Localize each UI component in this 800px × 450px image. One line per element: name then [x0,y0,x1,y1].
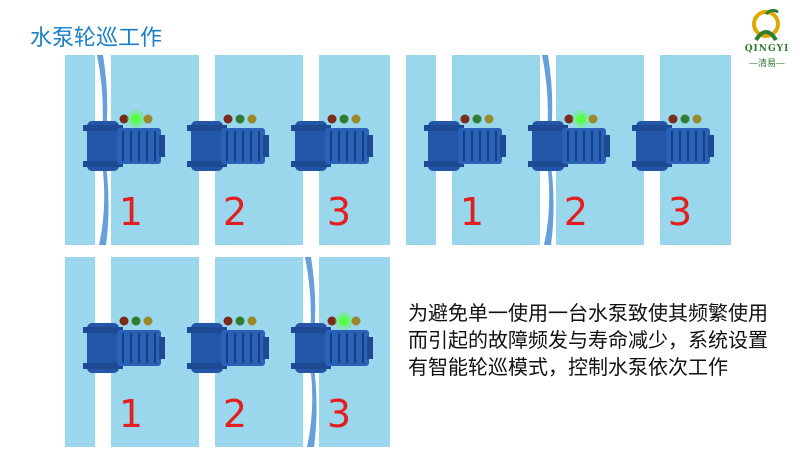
pump-flange-bottom [291,363,331,369]
pump-body [295,121,327,171]
led-green [235,316,245,326]
pump-panel-1: 1 2 3 [65,55,390,245]
motor-cap [500,135,506,157]
led-yellow [692,114,702,124]
pump-unit-1: 1 [83,55,165,245]
led-yellow [588,114,598,124]
led-yellow [143,316,153,326]
qingyi-logo-icon [752,8,780,42]
led-yellow [247,316,257,326]
pump-number: 2 [223,392,247,436]
pump-number: 3 [327,392,351,436]
pump-panel-3: 1 2 3 [65,257,390,447]
pump-body [428,121,460,171]
pump-panel-2: 1 2 3 [406,55,731,245]
logo-subtitle: —清易— [748,59,785,69]
pump-flange-top [424,125,464,131]
pump-flange-bottom [632,161,672,167]
pump-flange-top [291,125,331,131]
led-yellow [247,114,257,124]
led-red [327,316,337,326]
pump-unit-3: 3 [632,55,714,245]
led-red [119,114,129,124]
led-yellow [484,114,494,124]
led-green [680,114,690,124]
motor-cap [263,337,269,359]
logo-name: QINGYI [744,44,790,54]
pump-body [636,121,668,171]
motor-cap [159,135,165,157]
pump-flange-bottom [83,363,123,369]
pump-number: 3 [668,190,692,234]
pump-flange-top [528,125,568,131]
led-red [223,316,233,326]
pump-flange-top [83,125,123,131]
pump-flange-top [187,125,227,131]
motor-cap [604,135,610,157]
led-green-on [131,114,141,124]
pump-unit-1: 1 [83,257,165,447]
page-title: 水泵轮巡工作 [30,26,163,51]
motor-cap [263,135,269,157]
pump-flange-bottom [187,363,227,369]
pump-flange-top [83,327,123,333]
pump-number: 1 [119,392,143,436]
led-yellow [351,316,361,326]
motor-cap [367,337,373,359]
pump-flange-bottom [187,161,227,167]
motor-cap [159,337,165,359]
pump-flange-bottom [528,161,568,167]
motor-cap [708,135,714,157]
pump-flange-bottom [424,161,464,167]
led-green-on [576,114,586,124]
led-red [460,114,470,124]
pump-unit-3: 3 [291,55,373,245]
led-red [327,114,337,124]
pump-number: 3 [327,190,351,234]
led-green [235,114,245,124]
pump-flange-top [632,125,672,131]
pump-unit-2: 2 [187,257,269,447]
pump-unit-2: 2 [528,55,610,245]
led-green [339,114,349,124]
led-yellow [351,114,361,124]
led-green [131,316,141,326]
pump-number: 1 [119,190,143,234]
pump-number: 2 [223,190,247,234]
led-red [223,114,233,124]
led-red [564,114,574,124]
pump-body [87,323,119,373]
pump-flange-top [291,327,331,333]
led-green [472,114,482,124]
motor-cap [367,135,373,157]
led-red [668,114,678,124]
pump-flange-bottom [291,161,331,167]
pump-flange-top [187,327,227,333]
led-yellow [143,114,153,124]
pump-number: 2 [564,190,588,234]
pump-number: 1 [460,190,484,234]
led-red [119,316,129,326]
pump-body [532,121,564,171]
pump-body [295,323,327,373]
description-text: 为避免单一使用一台水泵致使其频繁使用而引起的故障频发与寿命减少，系统设置有智能轮… [408,301,768,379]
pump-unit-1: 1 [424,55,506,245]
pump-unit-2: 2 [187,55,269,245]
pump-body [87,121,119,171]
pump-body [191,121,223,171]
pump-unit-3: 3 [291,257,373,447]
pump-flange-bottom [83,161,123,167]
led-green-on [339,316,349,326]
pump-body [191,323,223,373]
